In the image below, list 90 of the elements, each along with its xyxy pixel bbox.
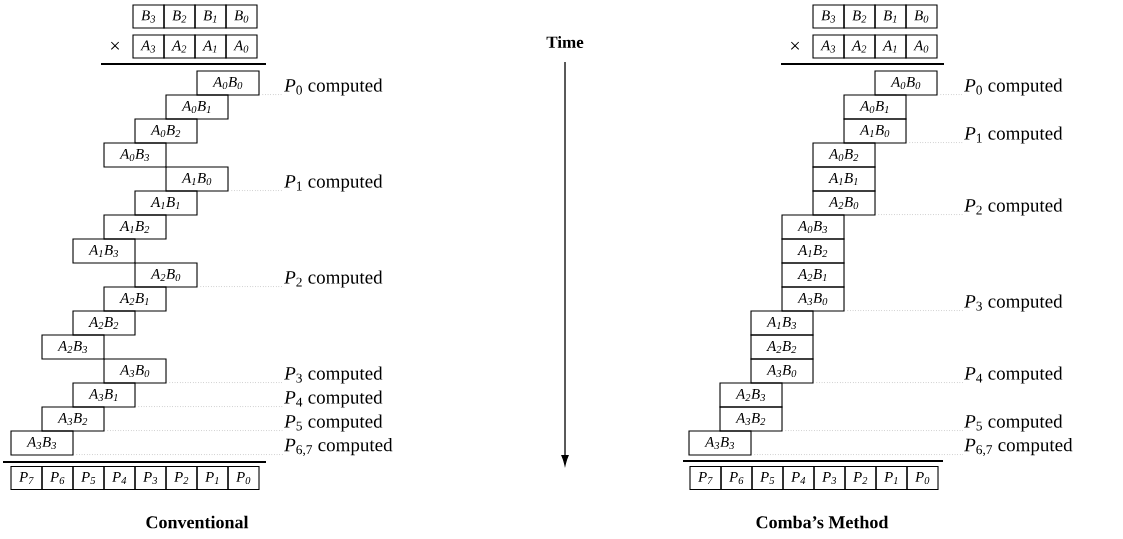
partial-product-box: A$_{2}$B$_{3}$: [41, 334, 105, 360]
operand-cell: A$_{3}$: [812, 34, 845, 59]
partial-product-box: A$_{3}$B$_{3}$: [688, 430, 752, 456]
partial-product-box: A$_{1}$B$_{1}$: [812, 166, 876, 192]
method-caption: Conventional: [146, 515, 249, 529]
status-text: P$_{5}$ computed: [964, 414, 1063, 432]
partial-product-box: A$_{1}$B$_{2}$: [103, 214, 167, 240]
partial-product-box: A$_{3}$B$_{0}$: [781, 286, 845, 312]
multiply-sign: ×: [110, 41, 120, 50]
partial-product-box: A$_{1}$B$_{3}$: [72, 238, 136, 264]
operand-cell: B$_{1}$: [194, 4, 227, 29]
result-cell: P$_{4}$: [103, 465, 136, 491]
operand-cell: A$_{2}$: [843, 34, 876, 59]
status-text: P$_{3}$ computed: [964, 294, 1063, 312]
status-text: P$_{5}$ computed: [284, 414, 383, 432]
partial-product-box: A$_{0}$B$_{3}$: [103, 142, 167, 168]
partial-product-box: A$_{3}$B$_{2}$: [41, 406, 105, 432]
axis-title: Time: [546, 36, 584, 48]
partial-product-box: A$_{0}$B$_{0}$: [874, 70, 938, 96]
partial-product-box: A$_{0}$B$_{3}$: [781, 214, 845, 240]
leader-line: [169, 382, 284, 383]
partial-product-box: A$_{0}$B$_{0}$: [196, 70, 260, 96]
operand-cell: A$_{3}$: [132, 34, 165, 59]
partial-product-box: A$_{2}$B$_{0}$: [134, 262, 198, 288]
status-text: P$_{2}$ computed: [964, 198, 1063, 216]
status-text: P$_{6,7}$ computed: [284, 437, 393, 457]
partial-product-box: A$_{2}$B$_{3}$: [719, 382, 783, 408]
operand-cell: A$_{0}$: [905, 34, 938, 59]
partial-product-box: A$_{3}$B$_{0}$: [103, 358, 167, 384]
result-cell: P$_{0}$: [906, 465, 939, 491]
leader-line: [909, 142, 964, 143]
operand-cell: A$_{1}$: [194, 34, 227, 59]
operand-cell: B$_{2}$: [163, 4, 196, 29]
result-cell: P$_{2}$: [165, 465, 198, 491]
leader-line: [940, 94, 964, 95]
partial-product-box: A$_{3}$B$_{3}$: [10, 430, 74, 456]
status-text: P$_{3}$ computed: [284, 366, 383, 384]
partial-product-box: A$_{1}$B$_{0}$: [843, 118, 907, 144]
partial-product-box: A$_{0}$B$_{2}$: [134, 118, 198, 144]
leader-line: [878, 214, 964, 215]
result-cell: P$_{1}$: [875, 465, 908, 491]
multiply-sign: ×: [790, 41, 800, 50]
partial-product-box: A$_{1}$B$_{3}$: [750, 310, 814, 336]
method-caption: Comba’s Method: [756, 515, 889, 529]
partial-product-box: A$_{2}$B$_{2}$: [72, 310, 136, 336]
operand-cell: B$_{3}$: [132, 4, 165, 29]
operand-cell: B$_{0}$: [905, 4, 938, 29]
operand-cell: B$_{2}$: [843, 4, 876, 29]
partial-product-box: A$_{1}$B$_{2}$: [781, 238, 845, 264]
operand-cell: A$_{1}$: [874, 34, 907, 59]
result-cell: P$_{4}$: [782, 465, 815, 491]
partial-product-box: A$_{3}$B$_{0}$: [750, 358, 814, 384]
result-cell: P$_{3}$: [134, 465, 167, 491]
result-cell: P$_{5}$: [751, 465, 784, 491]
partial-product-box: A$_{3}$B$_{1}$: [72, 382, 136, 408]
result-cell: P$_{6}$: [720, 465, 753, 491]
partial-product-box: A$_{2}$B$_{1}$: [781, 262, 845, 288]
result-cell: P$_{7}$: [10, 465, 43, 491]
leader-line: [138, 406, 284, 407]
partial-product-box: A$_{0}$B$_{2}$: [812, 142, 876, 168]
partial-product-box: A$_{1}$B$_{0}$: [165, 166, 229, 192]
partial-product-box: A$_{2}$B$_{0}$: [812, 190, 876, 216]
status-text: P$_{6,7}$ computed: [964, 437, 1073, 457]
status-text: P$_{4}$ computed: [284, 390, 383, 408]
operand-cell: B$_{1}$: [874, 4, 907, 29]
result-cell: P$_{0}$: [227, 465, 260, 491]
operand-cell: A$_{0}$: [225, 34, 258, 59]
status-text: P$_{1}$ computed: [284, 174, 383, 192]
operand-cell: B$_{0}$: [225, 4, 258, 29]
status-text: P$_{0}$ computed: [284, 78, 383, 96]
status-text: P$_{0}$ computed: [964, 78, 1063, 96]
status-text: P$_{4}$ computed: [964, 366, 1063, 384]
operand-cell: B$_{3}$: [812, 4, 845, 29]
leader-line: [76, 454, 284, 455]
partial-product-box: A$_{0}$B$_{1}$: [165, 94, 229, 120]
status-text: P$_{1}$ computed: [964, 126, 1063, 144]
partial-product-box: A$_{2}$B$_{2}$: [750, 334, 814, 360]
operand-cell: A$_{2}$: [163, 34, 196, 59]
result-cell: P$_{1}$: [196, 465, 229, 491]
partial-product-box: A$_{2}$B$_{1}$: [103, 286, 167, 312]
result-cell: P$_{6}$: [41, 465, 74, 491]
leader-line: [107, 430, 284, 431]
result-cell: P$_{2}$: [844, 465, 877, 491]
status-text: P$_{2}$ computed: [284, 270, 383, 288]
partial-product-box: A$_{3}$B$_{2}$: [719, 406, 783, 432]
result-cell: P$_{5}$: [72, 465, 105, 491]
partial-product-box: A$_{1}$B$_{1}$: [134, 190, 198, 216]
partial-product-box: A$_{0}$B$_{1}$: [843, 94, 907, 120]
result-cell: P$_{3}$: [813, 465, 846, 491]
result-cell: P$_{7}$: [689, 465, 722, 491]
